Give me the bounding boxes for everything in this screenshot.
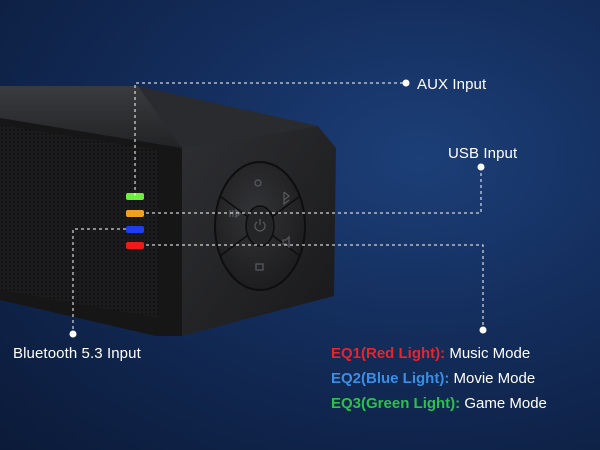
eq3-key: EQ3(Green Light): xyxy=(331,395,461,412)
bluetooth-input-label: Bluetooth 5.3 Input xyxy=(13,345,141,362)
eq2-key: EQ2(Blue Light): xyxy=(331,370,450,387)
light-icon xyxy=(254,179,262,187)
aux-callout-line xyxy=(134,82,404,196)
eq1-key: EQ1(Red Light): xyxy=(331,345,446,362)
usb-input-label: USB Input xyxy=(448,145,518,162)
input-source-icon xyxy=(255,263,264,271)
eq3-mode: Game Mode xyxy=(464,395,547,412)
bluetooth-callout-line xyxy=(72,228,126,333)
indicator-lights xyxy=(126,193,144,249)
usb-callout-dot xyxy=(477,163,485,171)
blue-led xyxy=(126,226,144,233)
aux-callout-dot xyxy=(402,79,410,87)
power-icon xyxy=(254,219,266,232)
bluetooth-icon xyxy=(283,191,291,206)
eq-callout-line xyxy=(146,244,484,330)
aux-input-label: AUX Input xyxy=(417,76,487,93)
volume-icon xyxy=(282,235,290,249)
red-led xyxy=(126,242,144,249)
eq1-mode: Music Mode xyxy=(449,345,531,362)
eq2-mode: Movie Mode xyxy=(453,370,536,387)
control-dial xyxy=(214,161,306,291)
green-led xyxy=(126,193,144,200)
soundbar-grille xyxy=(0,125,158,318)
eq1-line: EQ1(Red Light): Music Mode xyxy=(331,345,530,362)
bluetooth-callout-dot xyxy=(69,330,77,338)
eq2-line: EQ2(Blue Light): Movie Mode xyxy=(331,370,535,387)
eq-callout-dot xyxy=(479,326,487,334)
orange-led xyxy=(126,210,144,217)
eq3-line: EQ3(Green Light): Game Mode xyxy=(331,395,547,412)
soundbar-top xyxy=(0,86,182,148)
